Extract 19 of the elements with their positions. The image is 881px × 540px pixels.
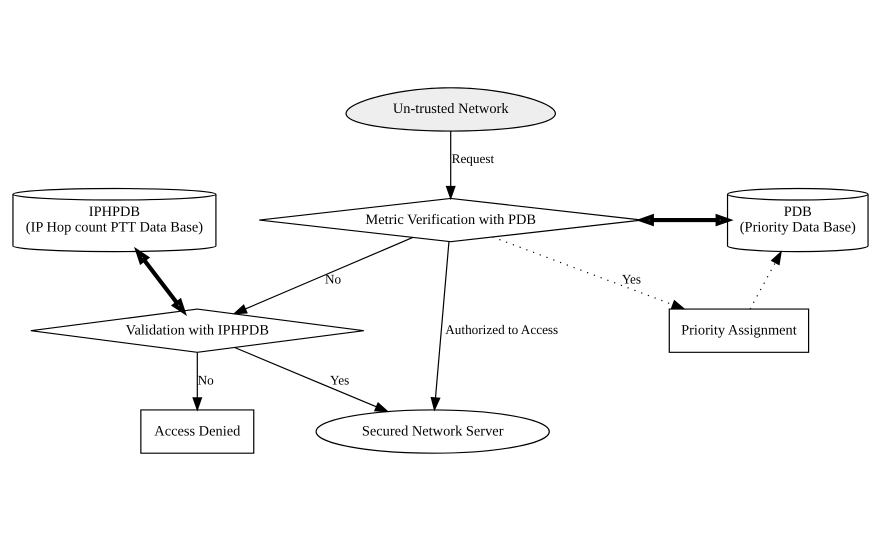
arrow (446, 131, 456, 200)
arrow (192, 352, 202, 412)
arrow (234, 346, 390, 412)
arrow (430, 241, 450, 412)
arrow (636, 213, 734, 226)
arrow (492, 236, 686, 310)
arrow (232, 236, 413, 314)
arrow (750, 250, 782, 309)
node-diamond: Validation with IPHPDB (30, 308, 364, 352)
edge-label: Authorized to Access (445, 322, 558, 337)
edge-label: No (324, 271, 342, 286)
node-ellipse: Secured Network Server (316, 408, 550, 454)
edge-label: Yes (330, 372, 350, 387)
arrow (134, 246, 187, 316)
edge-label: Yes (622, 271, 642, 286)
node-box: Priority Assignment (668, 308, 810, 352)
edge-label: No (198, 372, 214, 387)
node-box: Access Denied (140, 408, 254, 454)
edge-label: Request (452, 150, 494, 166)
